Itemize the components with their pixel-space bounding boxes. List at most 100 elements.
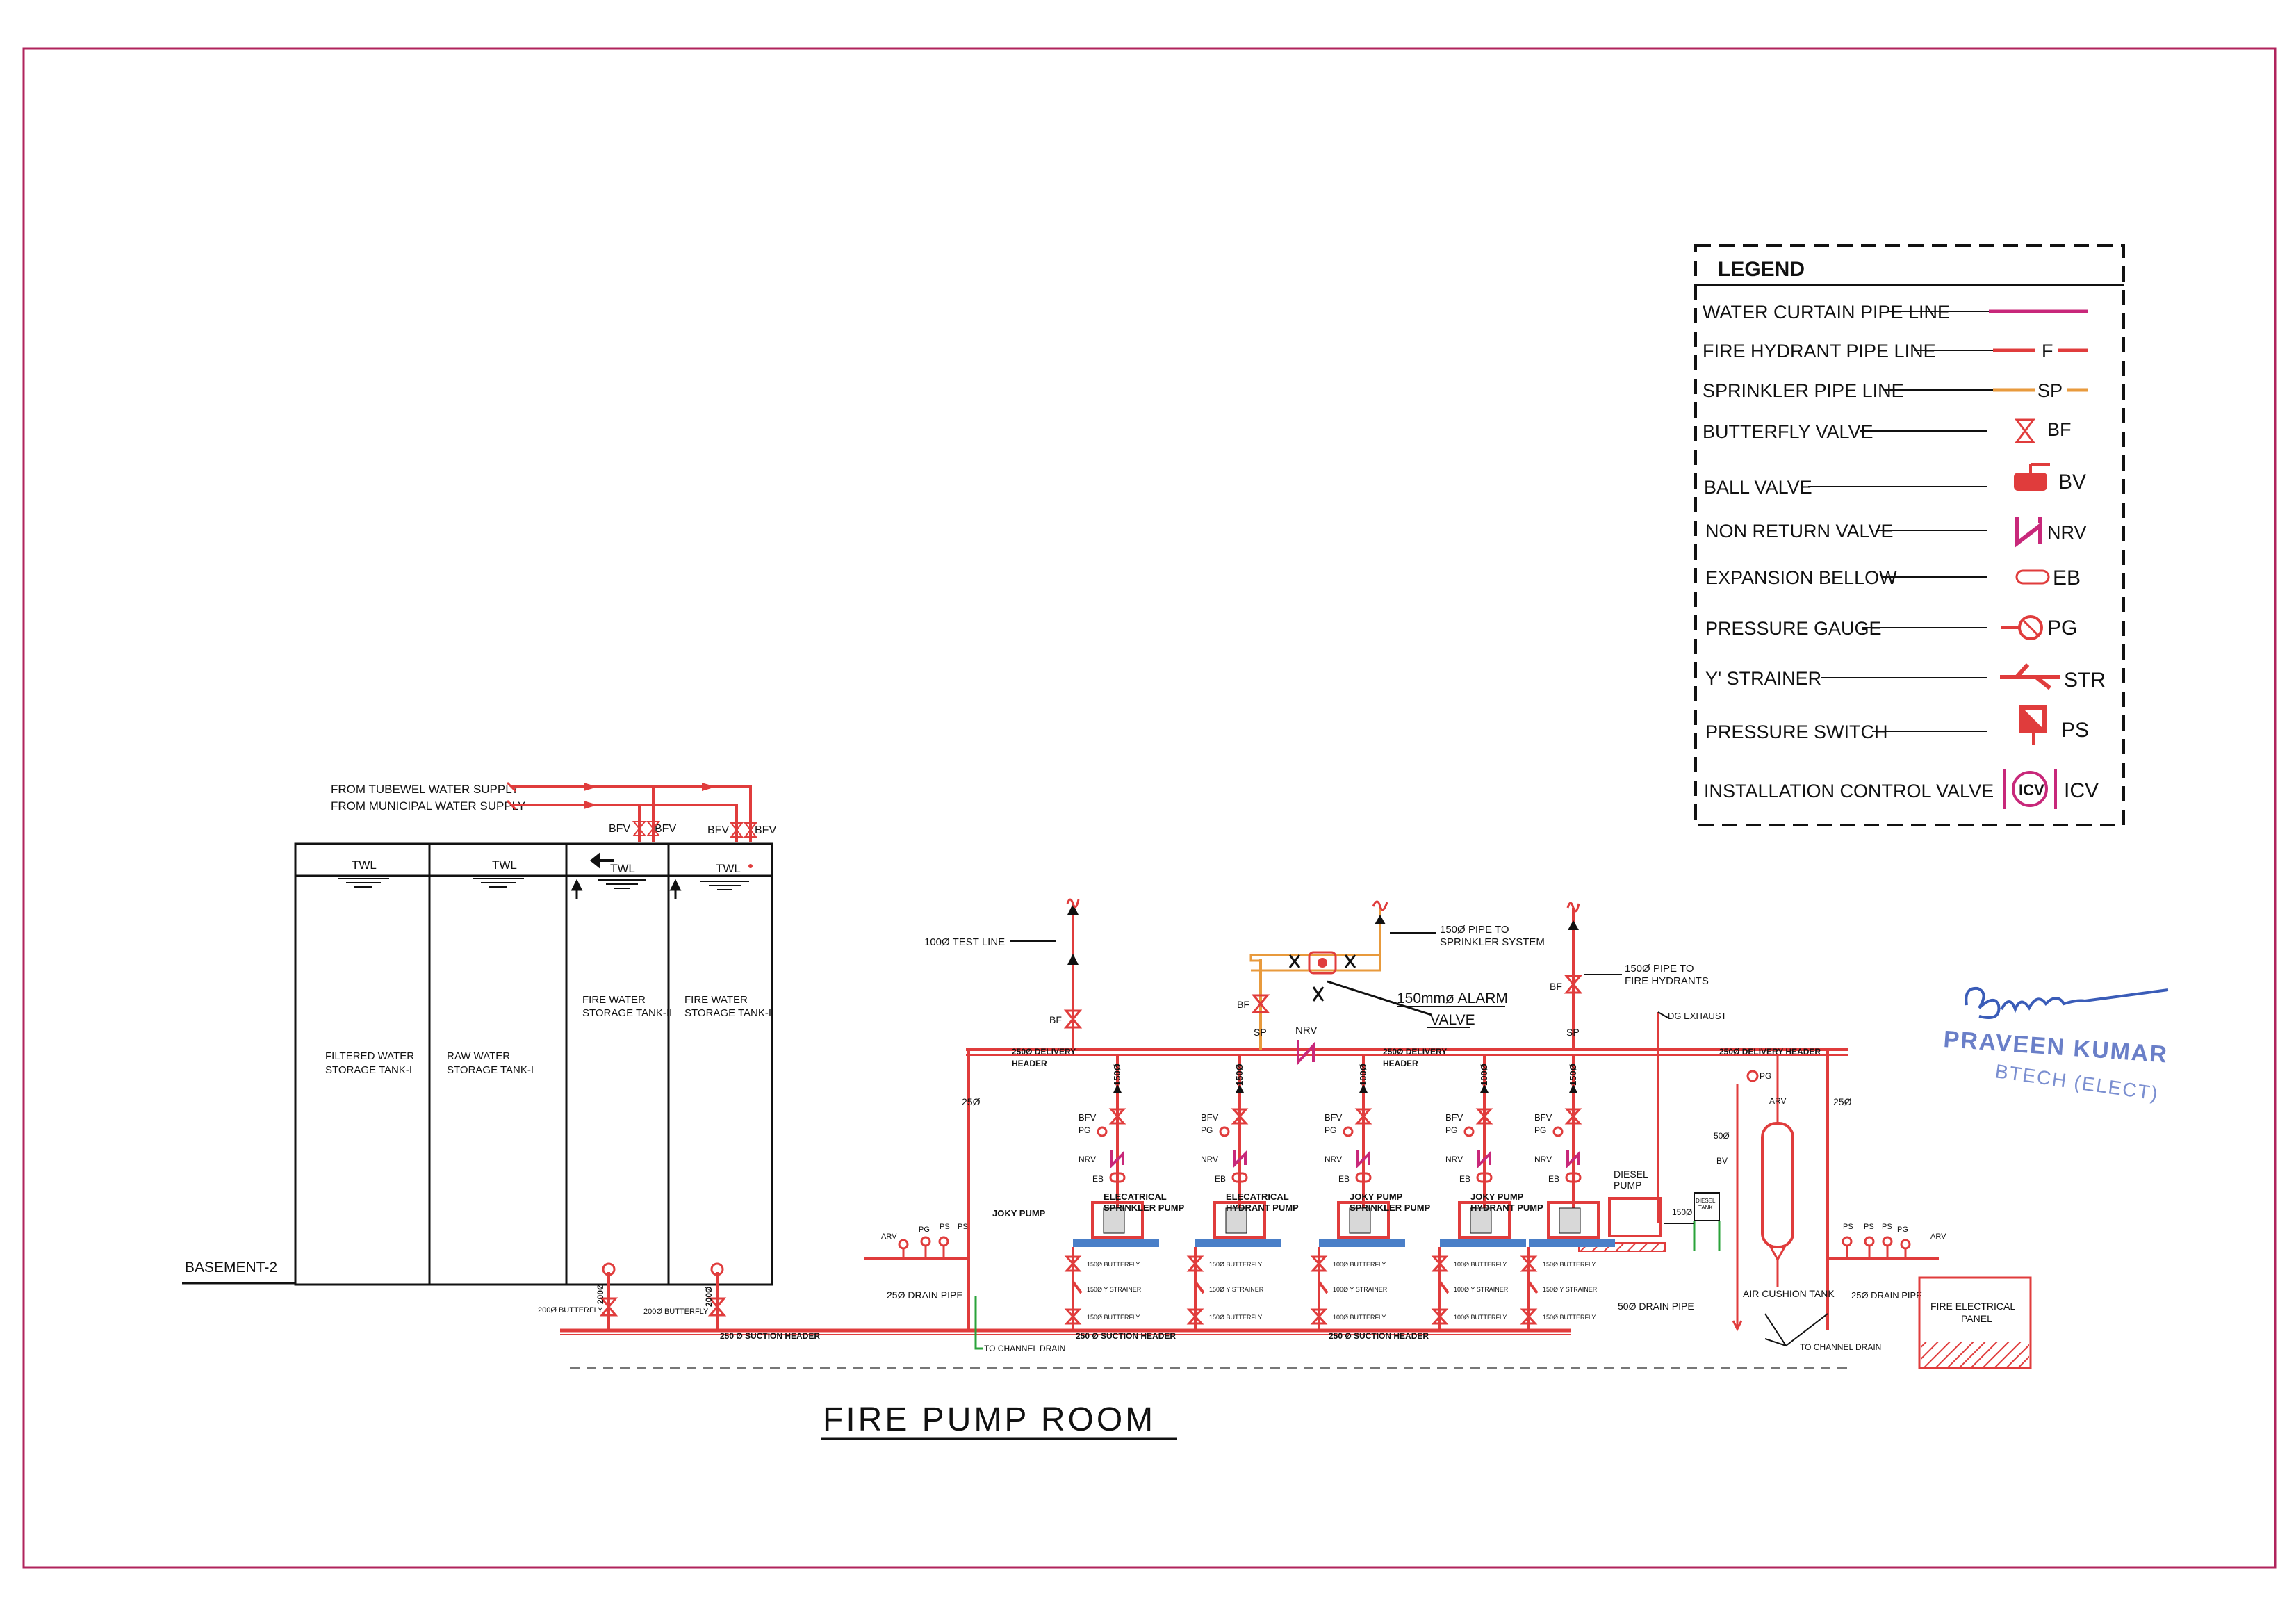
test-line: BF 100Ø TEST LINE xyxy=(924,898,1083,1050)
ball-valve-icon xyxy=(2014,463,2050,491)
suction-header-label-3: 250 Ø SUCTION HEADER xyxy=(1329,1331,1429,1341)
drain-pipe-25b-label: 25Ø DRAIN PIPE xyxy=(1851,1290,1922,1301)
legend-label-pg: PRESSURE GAUGE xyxy=(1705,618,1882,639)
hydrant-sp-label: SP xyxy=(1566,1027,1580,1038)
act-bv-label: BV xyxy=(1716,1156,1728,1166)
water-supply: FROM TUBEWEL WATER SUPPLY FROM MUNICIPAL… xyxy=(331,781,776,842)
sprinkler-pipe-label-1: 150Ø PIPE TO xyxy=(1440,924,1509,936)
pump-strainer-label: 100Ø Y STRAINER xyxy=(1333,1286,1388,1293)
legend-heading: LEGEND xyxy=(1718,258,1805,281)
act-pg-label: PG xyxy=(1760,1071,1771,1081)
sprinkler-pipe-label-2: SPRINKLER SYSTEM xyxy=(1440,936,1545,948)
legend-label-ps: PRESSURE SWITCH xyxy=(1705,722,1888,742)
non-return-valve-icon xyxy=(2015,517,2042,548)
pump-pg-label: PG xyxy=(1079,1125,1090,1135)
tank-2-name-line1: RAW WATER xyxy=(447,1050,510,1062)
drawing-border xyxy=(22,47,2277,1569)
pump-bfv-label: BFV xyxy=(1325,1112,1343,1123)
legend-label-butterfly: BUTTERFLY VALVE xyxy=(1703,421,1873,442)
signature-stamp: PRAVEEN KUMAR BTECH (ELECT) xyxy=(1942,986,2169,1105)
tank-1-name-line1: FILTERED WATER xyxy=(325,1050,414,1062)
butterfly-valve-icon xyxy=(2015,418,2035,443)
pump-riser-size: 100Ø xyxy=(1479,1064,1489,1086)
panel-label-1: FIRE ELECTRICAL xyxy=(1930,1301,2015,1312)
test-line-bf-label: BF xyxy=(1049,1014,1062,1025)
tank-1-name-line2: STORAGE TANK-I xyxy=(325,1064,412,1076)
diesel-tank-label-2: TANK xyxy=(1698,1205,1713,1211)
pump-pg-label: PG xyxy=(1201,1125,1213,1135)
pump-strainer-label: 150Ø Y STRAINER xyxy=(1087,1286,1142,1293)
svg-text:ICV: ICV xyxy=(2019,781,2044,799)
tank-2-name-line2: STORAGE TANK-I xyxy=(447,1064,534,1076)
pump-butterfly2-label: 150Ø BUTTERFLY xyxy=(1543,1314,1596,1321)
pump-eb-label: EB xyxy=(1459,1174,1470,1184)
legend-code-f: F xyxy=(2042,341,2053,361)
diesel-pump-label-1: DIESEL xyxy=(1614,1168,1648,1180)
up-arrow-icon xyxy=(571,879,682,899)
bfv-label-4: BFV xyxy=(755,824,776,836)
tank-2-twl: TWL xyxy=(492,858,517,872)
pump-eb-label: EB xyxy=(1338,1174,1350,1184)
legend-box: LEGEND WATER CURTAIN PIPE LINE FIRE HYDR… xyxy=(1694,244,2125,826)
tank-3-name-line2: STORAGE TANK-II xyxy=(582,1007,672,1019)
delivery-header-label-2b: HEADER xyxy=(1383,1059,1418,1068)
pump-bfv-label: BFV xyxy=(1534,1112,1552,1123)
left-arv-label: ARV xyxy=(881,1232,897,1241)
hydrant-pipe-label-1: 150Ø PIPE TO xyxy=(1625,963,1694,975)
diesel-tank-label-1: DIESEL xyxy=(1696,1198,1716,1204)
drain-pipe-25-label: 25Ø DRAIN PIPE xyxy=(887,1289,963,1301)
diesel-150-label: 150Ø xyxy=(1672,1207,1692,1217)
pump-butterfly2-label: 150Ø BUTTERFLY xyxy=(1087,1314,1140,1321)
riser-size-right: 25Ø xyxy=(1833,1096,1852,1107)
pump-butterfly-label: 100Ø BUTTERFLY xyxy=(1454,1261,1507,1268)
legend-label-sprinkler: SPRINKLER PIPE LINE xyxy=(1703,380,1904,401)
bfv-label-2: BFV xyxy=(655,823,676,835)
alarm-valve-assembly: BF SP 150mmø ALARM VALVE 150Ø PIPE TO SP… xyxy=(1237,900,1545,1050)
pump-butterfly2-label: 100Ø BUTTERFLY xyxy=(1333,1314,1386,1321)
pipe-size-200-1: 200Ø xyxy=(596,1284,605,1304)
pump-strainer-label: 150Ø Y STRAINER xyxy=(1209,1286,1264,1293)
municipal-supply-label: FROM MUNICIPAL WATER SUPPLY xyxy=(331,799,525,813)
pump-eb-label: EB xyxy=(1215,1174,1226,1184)
legend-code-bf: BF xyxy=(2047,419,2072,440)
act-arv-label: ARV xyxy=(1769,1096,1786,1106)
header-nrv-label: NRV xyxy=(1295,1025,1317,1036)
delivery-header-label-3: 250Ø DELIVERY HEADER xyxy=(1719,1047,1821,1057)
gauge-cluster: ARV PG PS PS PS PS PS PG ARV xyxy=(881,1223,1946,1258)
expansion-bellow-icon xyxy=(2015,569,2050,585)
suction-header-label-1: 250 Ø SUCTION HEADER xyxy=(720,1331,820,1341)
pump-eb-label: EB xyxy=(1548,1174,1559,1184)
pump-riser-size: 150Ø xyxy=(1234,1064,1245,1086)
pump-pg-label: PG xyxy=(1534,1125,1546,1135)
legend-code-sp: SP xyxy=(2037,380,2063,401)
pump-butterfly2-label: 100Ø BUTTERFLY xyxy=(1454,1314,1507,1321)
alarm-bf-label: BF xyxy=(1237,999,1249,1010)
pump-bfv-label: BFV xyxy=(1079,1112,1097,1123)
pump-name-line2: SPRINKLER PUMP xyxy=(1350,1203,1431,1213)
left-ps-label-1: PS xyxy=(940,1223,950,1231)
diesel-pump: DG EXHAUST DIESEL PUMP DIESEL TANK 150Ø xyxy=(1578,1011,1727,1252)
legend-code-icv: ICV xyxy=(2064,779,2099,802)
delivery-header: 250Ø DELIVERY HEADER 250Ø DELIVERY HEADE… xyxy=(864,1025,1939,1353)
pump-butterfly-label: 150Ø BUTTERFLY xyxy=(1087,1261,1140,1268)
pump-butterfly-label: 150Ø BUTTERFLY xyxy=(1209,1261,1262,1268)
supply-butterfly-icon xyxy=(632,821,758,838)
pump-nrv-label: NRV xyxy=(1079,1155,1096,1164)
right-ps-label-3: PS xyxy=(1882,1223,1892,1231)
pump-name-line2: SPRINKLER PUMP xyxy=(1104,1203,1185,1213)
pump-riser-size: 150Ø xyxy=(1112,1064,1122,1086)
pump-riser-size: 100Ø xyxy=(1358,1064,1368,1086)
pump-nrv-label: NRV xyxy=(1534,1155,1552,1164)
pump-eb-label: EB xyxy=(1092,1174,1104,1184)
pump-strainer-label: 150Ø Y STRAINER xyxy=(1543,1286,1598,1293)
air-cushion-label: AIR CUSHION TANK xyxy=(1743,1288,1835,1299)
basement-label: BASEMENT-2 xyxy=(185,1260,277,1276)
legend-code-nrv: NRV xyxy=(2047,522,2087,543)
pump-butterfly2-label: 150Ø BUTTERFLY xyxy=(1209,1314,1262,1321)
